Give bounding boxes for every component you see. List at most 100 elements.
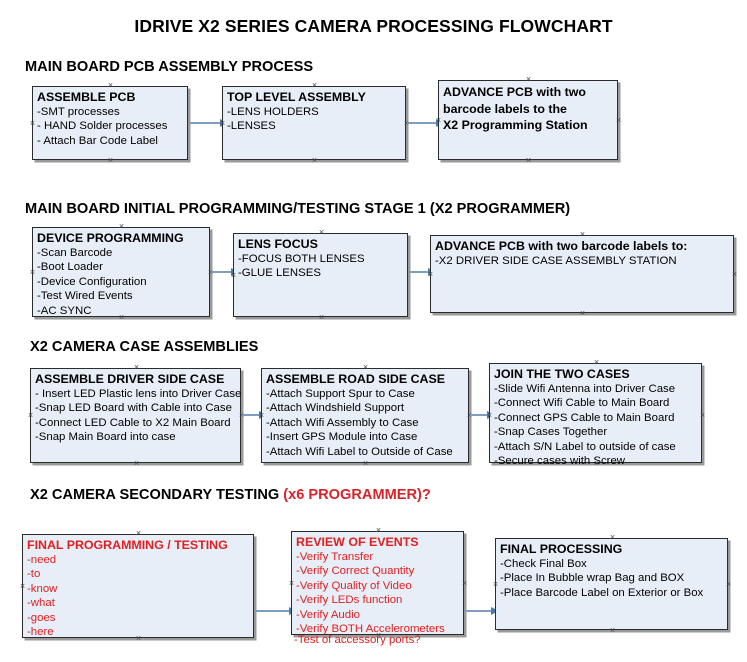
box-line: -to <box>27 568 41 581</box>
flow-box-review-of-events[interactable]: REVIEW OF EVENTS -Verify Transfer -Verif… <box>291 531 464 635</box>
flow-box-final-programming-testing[interactable]: FINAL PROGRAMMING / TESTING -need -to -k… <box>22 534 254 638</box>
flow-box-assemble-driver-side-case[interactable]: ASSEMBLE DRIVER SIDE CASE - Insert LED P… <box>30 368 241 463</box>
box-line: -know <box>27 582 58 595</box>
section-heading-text: MAIN BOARD INITIAL PROGRAMMING/TESTING S… <box>25 201 571 217</box>
flow-box-advance-pcb-to-programming-station[interactable]: ADVANCE PCB with two barcode labels to t… <box>438 80 618 160</box>
resize-handle-left[interactable] <box>19 583 26 590</box>
box-title-line3: X2 Programming Station <box>443 118 588 132</box>
box-title-line2: barcode labels to the <box>443 101 567 116</box>
resize-handle-right[interactable] <box>699 412 706 419</box>
box-line: -Attach S/N Label to outside of case <box>494 440 676 453</box>
resize-handle-left[interactable] <box>27 412 34 419</box>
box-line: -Attach Wifi Label to Outside of Case <box>266 445 453 458</box>
resize-handle-top[interactable] <box>579 231 586 238</box>
section-heading-text: X2 CAMERA CASE ASSEMBLIES <box>30 339 259 355</box>
box-title: LENS FOCUS <box>238 237 318 251</box>
page-title: IDRIVE X2 SERIES CAMERA PROCESSING FLOWC… <box>134 16 613 36</box>
box-title: DEVICE PROGRAMMING <box>37 231 184 245</box>
connector-arrow <box>470 410 495 419</box>
box-line: -Insert GPS Module into Case <box>266 431 418 444</box>
resize-handle-right[interactable] <box>461 580 468 587</box>
resize-handle-bottom[interactable] <box>311 157 318 164</box>
connector-arrow <box>211 267 239 276</box>
connector-arrow <box>465 606 499 615</box>
resize-handle-bottom[interactable] <box>133 460 140 467</box>
resize-handle-bottom[interactable] <box>107 157 114 164</box>
resize-handle-top[interactable] <box>362 364 369 371</box>
box-title: ADVANCE PCB with two barcode labels to: <box>435 239 688 253</box>
resize-handle-bottom[interactable] <box>525 157 532 164</box>
box-line: -Snap Cases Together <box>494 426 608 439</box>
resize-handle-top[interactable] <box>107 82 114 89</box>
box-title: FINAL PROGRAMMING / TESTING <box>27 538 228 552</box>
flow-box-assemble-road-side-case[interactable]: ASSEMBLE ROAD SIDE CASE -Attach Support … <box>261 368 469 463</box>
box-line: -Device Configuration <box>37 275 147 288</box>
connector-arrow <box>407 118 444 127</box>
resize-handle-right[interactable] <box>731 271 738 278</box>
flow-box-lens-focus[interactable]: LENS FOCUS -FOCUS BOTH LENSES -GLUE LENS… <box>233 233 408 317</box>
resize-handle-bottom[interactable] <box>362 460 369 467</box>
resize-handle-top[interactable] <box>593 359 600 366</box>
box-title: ADVANCE PCB with two <box>443 85 586 99</box>
box-line: - Insert LED Plastic lens into Driver Ca… <box>35 388 242 400</box>
resize-handle-left[interactable] <box>492 581 499 588</box>
box-line: -Verify BOTH Accelerometers <box>296 623 445 636</box>
box-line: -GLUE LENSES <box>238 267 321 280</box>
box-title: FINAL PROCESSING <box>500 542 623 556</box>
box-line-overflow: -Test of accessory ports? <box>294 634 421 646</box>
box-line: -Verify Transfer <box>296 551 374 563</box>
box-line: -Snap LED Board with Cable into Case <box>35 402 232 415</box>
connector-arrow <box>189 118 228 127</box>
box-line: -Verify Quality of Video <box>296 579 412 592</box>
box-line: -Attach Support Spur to Case <box>266 388 415 400</box>
box-line: -Snap Main Board into case <box>35 431 176 444</box>
resize-handle-top[interactable] <box>133 364 140 371</box>
resize-handle-bottom[interactable] <box>609 627 616 634</box>
connector-arrow <box>256 606 297 615</box>
flow-box-assemble-pcb[interactable]: ASSEMBLE PCB -SMT processes - HAND Solde… <box>32 86 188 160</box>
resize-handle-top[interactable] <box>118 223 125 230</box>
section-heading-main-board-pcb-assembly: MAIN BOARD PCB ASSEMBLY PROCESS <box>25 59 313 75</box>
flow-box-join-the-two-cases[interactable]: JOIN THE TWO CASES -Slide Wifi Antenna i… <box>489 363 702 467</box>
resize-handle-right[interactable] <box>725 581 732 588</box>
box-line: -Slide Wifi Antenna into Driver Case <box>494 383 676 395</box>
box-line: -LENSES <box>227 120 276 133</box>
box-line: - HAND Solder processes <box>37 120 168 133</box>
box-line: -AC SYNC <box>37 304 92 317</box>
box-line: -what <box>27 597 55 610</box>
box-title: ASSEMBLE PCB <box>37 90 136 104</box>
flow-box-final-processing[interactable]: FINAL PROCESSING -Check Final Box -Place… <box>495 538 728 630</box>
box-line: -need <box>27 554 57 566</box>
resize-handle-top[interactable] <box>375 527 382 534</box>
box-line: -Boot Loader <box>37 261 103 274</box>
resize-handle-left[interactable] <box>29 269 36 276</box>
box-title: ASSEMBLE DRIVER SIDE CASE <box>35 372 225 386</box>
resize-handle-left[interactable] <box>288 580 295 587</box>
resize-handle-top[interactable] <box>311 82 318 89</box>
resize-handle-bottom[interactable] <box>318 314 325 321</box>
box-line: -SMT processes <box>37 106 120 118</box>
resize-handle-left[interactable] <box>29 120 36 127</box>
box-line: -Connect Wifi Cable to Main Board <box>494 397 670 410</box>
resize-handle-right[interactable] <box>615 117 622 124</box>
box-line: -Place In Bubble wrap Bag and BOX <box>500 572 685 585</box>
resize-handle-top[interactable] <box>318 229 325 236</box>
box-title: JOIN THE TWO CASES <box>494 367 630 381</box>
resize-handle-top[interactable] <box>525 76 532 83</box>
section-heading-accent: (x6 PROGRAMMER)? <box>283 487 431 503</box>
flow-box-advance-pcb-to-driver-case-station[interactable]: ADVANCE PCB with two barcode labels to: … <box>430 235 734 313</box>
resize-handle-bottom[interactable] <box>579 310 586 317</box>
box-line: -Place Barcode Label on Exterior or Box <box>500 586 704 599</box>
box-title: ASSEMBLE ROAD SIDE CASE <box>266 372 445 386</box>
flow-box-device-programming[interactable]: DEVICE PROGRAMMING -Scan Barcode -Boot L… <box>32 227 210 317</box>
box-line: -LENS HOLDERS <box>227 106 319 118</box>
box-line: -Connect GPS Cable to Main Board <box>494 411 675 424</box>
connector-arrow <box>409 267 436 276</box>
box-line: -Secure cases with Screw <box>494 455 626 468</box>
resize-handle-top[interactable] <box>609 534 616 541</box>
section-heading-text: X2 CAMERA SECONDARY TESTING <box>30 487 284 503</box>
box-line: -Test Wired Events <box>37 290 133 303</box>
box-line: -Attach Wifi Assembly to Case <box>266 416 419 429</box>
resize-handle-top[interactable] <box>135 530 142 537</box>
flow-box-top-level-assembly[interactable]: TOP LEVEL ASSEMBLY -LENS HOLDERS -LENSES <box>222 86 406 160</box>
